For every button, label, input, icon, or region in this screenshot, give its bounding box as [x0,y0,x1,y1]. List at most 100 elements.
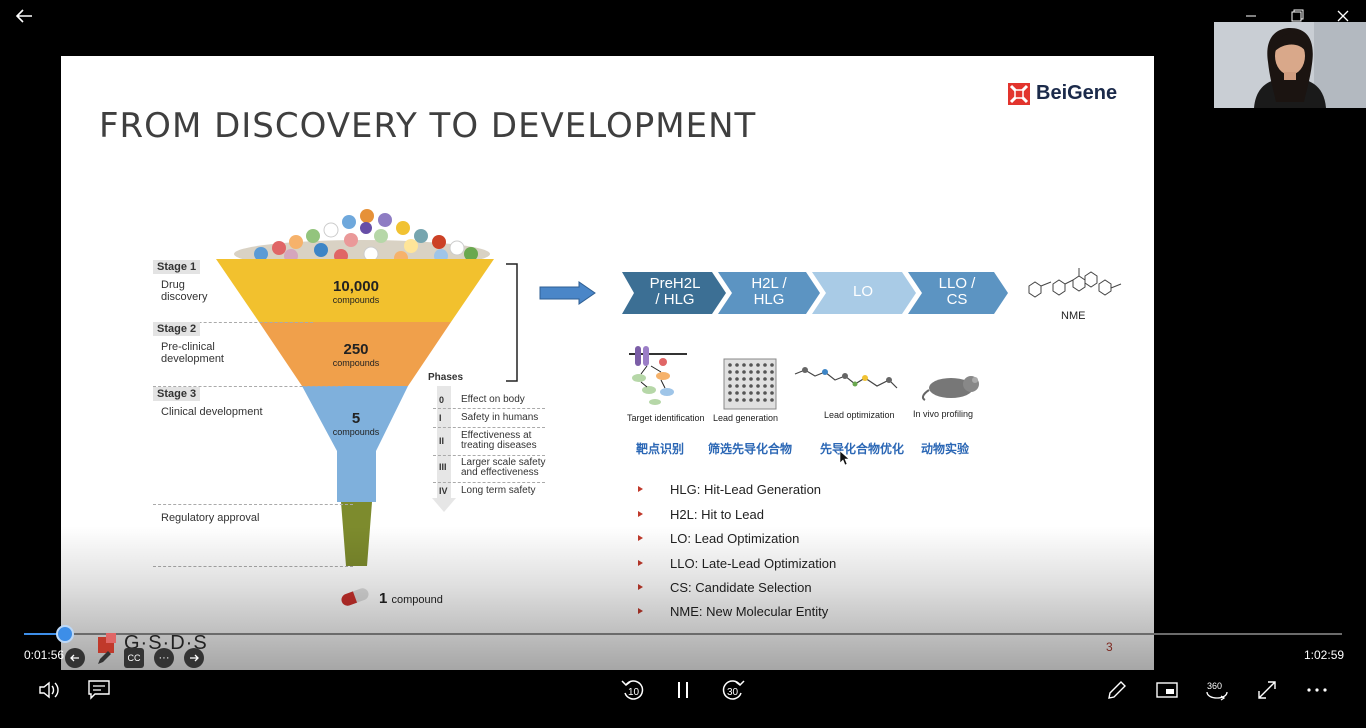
definition-item: LLO: Late-Lead Optimization [670,556,837,571]
stage3-count: 5 compounds [332,410,380,437]
slide-page-number: 3 [1106,640,1113,654]
stage-divider [153,386,343,387]
chevron-preh2l [622,272,726,314]
back-button[interactable] [12,5,36,27]
rewind-icon [621,680,644,700]
stage3-tag: Stage 3 [153,387,201,401]
fullscreen-button[interactable] [1253,676,1281,704]
chevron-label-h2l: H2L /HLG [751,275,787,308]
more-horizontal-icon [1307,688,1327,692]
fast-forward-icon [722,680,745,700]
more-options-slide-button[interactable]: ··· [154,648,174,668]
stage-divider [153,504,353,505]
beigene-logo-icon [1008,82,1030,105]
phase-number: II [439,436,445,446]
phase-number: 0 [439,395,445,405]
minimize-button[interactable] [1240,6,1262,26]
molecule-icon [1028,268,1122,298]
pipeline-chevrons [622,272,1008,314]
lead-generation-icon [723,358,777,410]
close-icon [1337,10,1349,22]
volume-button[interactable] [35,676,63,704]
chevron-lo [812,272,916,314]
stage-divider [153,566,353,567]
funnel-approval [341,502,372,566]
icon-caption: Target identification [627,413,705,423]
volume-icon [39,681,59,699]
mouse-icon [921,376,979,401]
phases-label: Phases [428,372,464,383]
pencil-icon [1108,681,1126,699]
stage1-tag: Stage 1 [153,260,201,274]
progress-scrubber-handle[interactable] [55,625,74,643]
funnel-stage1 [216,259,494,322]
draw-button[interactable] [1103,676,1131,704]
logo-text: BeiGene [1036,82,1118,104]
regulatory-approval-label: Regulatory approval [161,512,260,524]
arrow-right-icon [539,281,596,305]
chevron-label-llo: LLO /CS [938,275,976,308]
cn-label-lead-gen: 筛选先导化合物 [708,442,793,456]
slide-title: FROM DISCOVERY TO DEVELOPMENT [99,106,757,146]
restore-icon [1291,9,1304,22]
funnel-stage2 [259,322,451,386]
phase-divider [433,408,545,409]
stage2-tag: Stage 2 [153,322,201,336]
minimize-icon [1246,15,1256,17]
phases-arrow [432,386,456,512]
icon-caption: Lead generation [713,413,779,423]
watermark-text: G·S·D·S [124,632,208,654]
stage3-desc: Clinical development [161,406,263,418]
capsule-icon [341,588,369,606]
phase-number: IV [439,486,448,496]
definition-item: H2L: Hit to Lead [670,507,764,522]
nme-label: NME [1061,310,1086,322]
360-view-button[interactable]: 360 [1203,676,1231,704]
definition-item: LO: Lead Optimization [670,531,800,546]
bullet-icon [638,486,643,492]
captions-button[interactable] [85,676,113,704]
bullet-icon [638,560,643,566]
progress-track[interactable] [24,633,1342,635]
pen-icon [98,651,111,664]
captions-toggle-button[interactable]: CC [124,648,144,668]
slide-next-button[interactable] [184,648,204,668]
mini-view-button[interactable] [1153,676,1181,704]
rotate-360-icon [1206,691,1228,701]
final-count: 1 compound [379,590,443,607]
phase-text: Effect on body [461,394,525,405]
total-time: 1:02:59 [1304,648,1345,662]
phase-text: Long term safety [461,485,536,496]
skip-forward-seconds: 30 [727,687,739,698]
close-button[interactable] [1332,6,1354,26]
funnel-stage3 [302,386,408,502]
pause-button[interactable] [669,676,697,704]
definition-item: HLG: Hit-Lead Generation [670,482,822,497]
restore-button[interactable] [1286,6,1308,26]
cn-label-in-vivo: 动物实验 [921,442,970,456]
progress-fill [24,633,65,635]
stage2-count: 250 compounds [332,341,380,368]
bullet-icon [638,535,643,541]
slide-prev-button[interactable] [65,648,85,668]
chevron-label-preh2l: PreH2L/ HLG [649,275,701,308]
skip-back-button[interactable]: 10 [619,676,647,704]
more-options-button[interactable] [1303,676,1331,704]
subtitles-icon [88,680,110,700]
definition-item: NME: New Molecular Entity [670,604,829,619]
bracket [506,263,518,382]
skip-forward-button[interactable]: 30 [719,676,747,704]
bullet-icon [638,584,643,590]
presentation-slide: FROM DISCOVERY TO DEVELOPMENT BeiGene [61,56,1154,670]
stage1-count: 10,000 compounds [332,278,380,305]
cn-label-target: 靶点识别 [636,442,685,456]
pen-tool-button[interactable] [94,648,114,668]
presenter-webcam [1214,22,1366,108]
arrow-left-icon [70,654,79,662]
gsds-watermark: G·S·D·S [96,632,208,655]
current-time: 0:01:56 [24,648,65,662]
phase-divider [433,427,545,428]
